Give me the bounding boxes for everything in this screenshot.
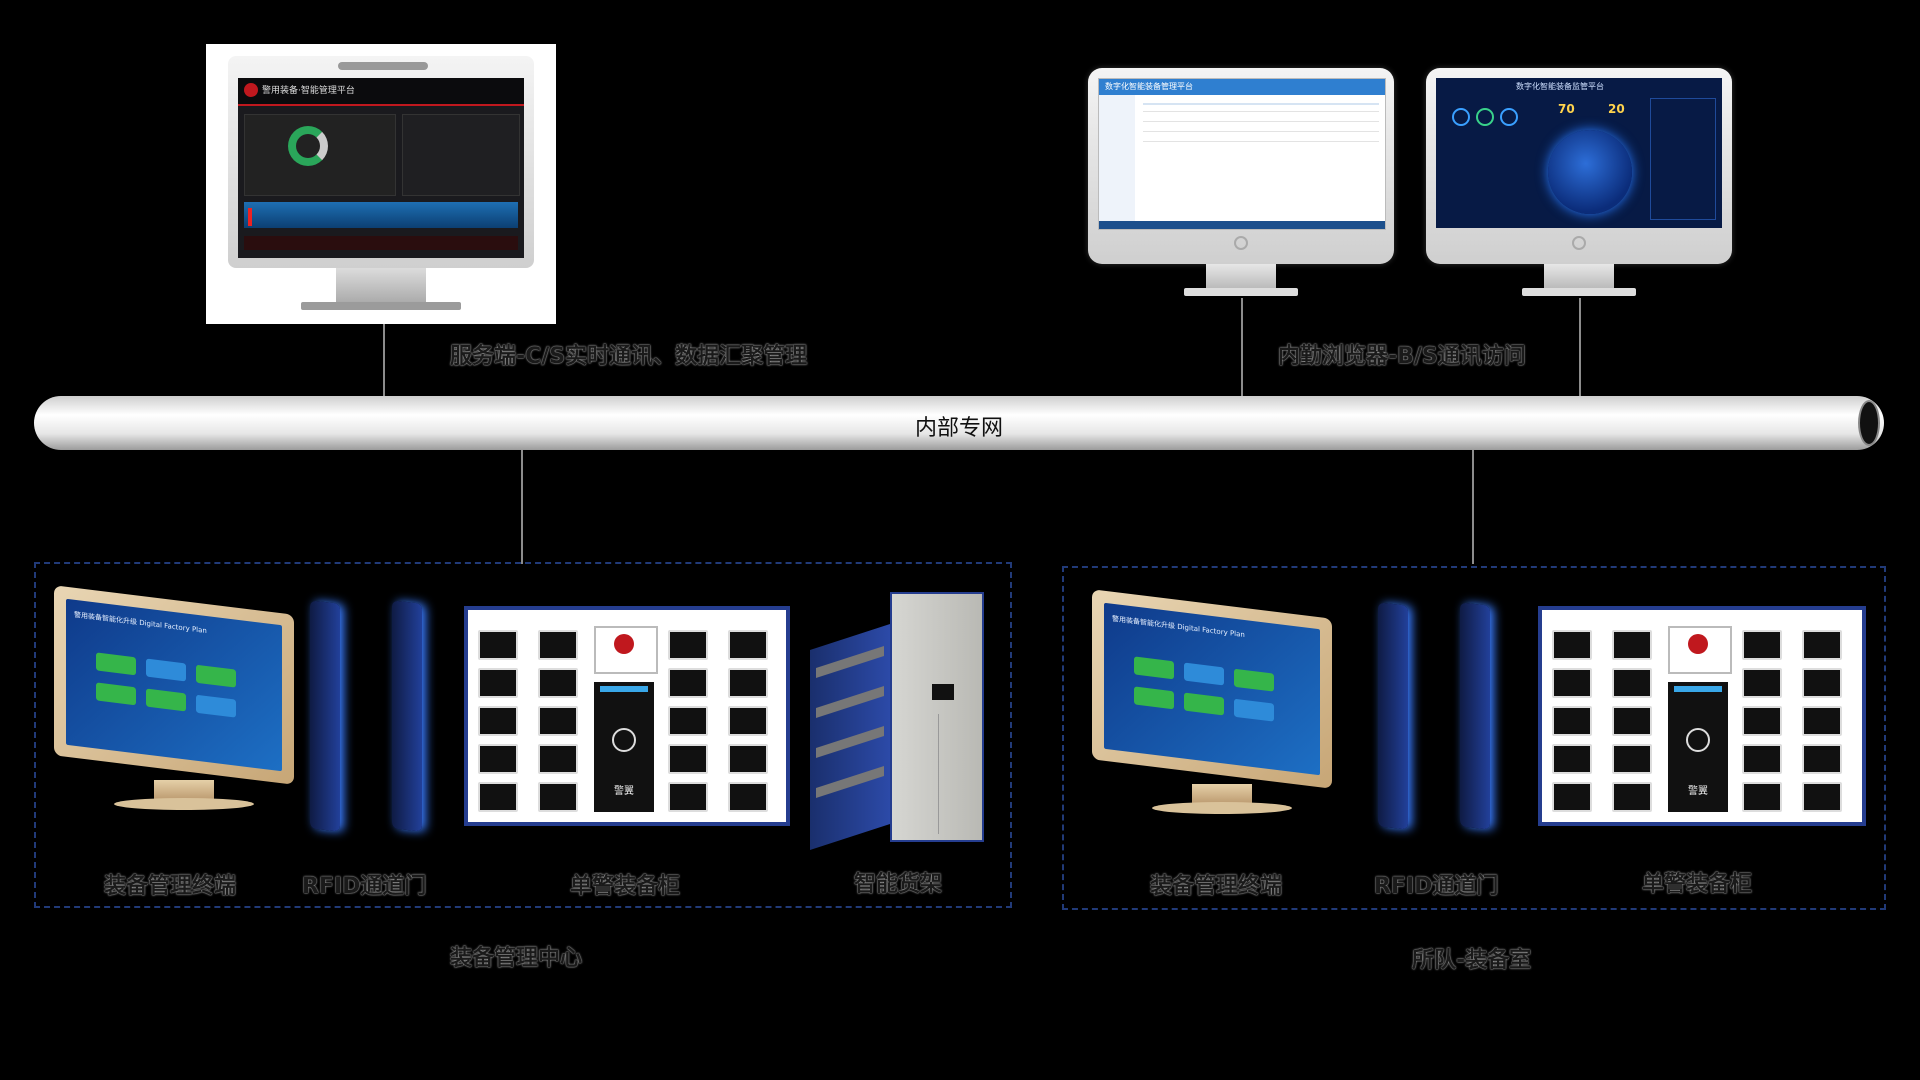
center-group-box	[34, 562, 1012, 908]
server-connector	[383, 324, 385, 398]
cabinet-badge: 警翼	[614, 786, 634, 797]
smart-shelf	[810, 584, 990, 852]
stat-value: 70	[1558, 102, 1575, 116]
gauge-icon	[1452, 108, 1470, 126]
power-icon	[1572, 236, 1586, 250]
rfid-gate-panel	[1378, 602, 1408, 830]
gauge-icon	[1476, 108, 1494, 126]
center-connector	[521, 448, 523, 564]
browser-right-screen-title: 数字化智能装备监管平台	[1516, 82, 1604, 91]
power-icon	[1234, 236, 1248, 250]
device-label: 单警装备柜	[1642, 872, 1753, 897]
server-screen: 警用装备·智能管理平台	[238, 78, 524, 258]
police-emblem-icon	[1688, 634, 1708, 654]
browser-monitor-right: 数字化智能装备监管平台 70 20	[1426, 68, 1732, 298]
device-label: 智能货架	[854, 872, 943, 897]
gauge-icon	[1500, 108, 1518, 126]
device-label: RFID通道门	[1374, 874, 1499, 899]
equipment-terminal: 警用装备智能化升级 Digital Factory Plan	[54, 585, 294, 818]
police-cabinet: 警翼	[1538, 606, 1866, 826]
server-donut-chart-icon	[288, 126, 328, 166]
browser-caption: 内勤浏览器-B/S通讯访问	[1278, 344, 1526, 369]
shelf-control-screen	[932, 684, 954, 700]
rfid-gate-panel	[392, 600, 422, 832]
network-backbone: 内部专网	[34, 396, 1884, 450]
browser-left-screen-title: 数字化智能装备管理平台	[1105, 82, 1193, 91]
browser-left-screen: 数字化智能装备管理平台	[1098, 78, 1386, 230]
server-logo-icon	[244, 83, 258, 97]
terminal-screen-title: 警用装备智能化升级 Digital Factory Plan	[1112, 614, 1245, 640]
browser-monitor-left: 数字化智能装备管理平台	[1088, 68, 1394, 298]
browser-right-connector	[1579, 298, 1581, 398]
device-label: 装备管理终端	[1150, 874, 1283, 899]
station-group-title: 所队-装备室	[1412, 948, 1532, 973]
police-emblem-icon	[614, 634, 634, 654]
pipe-end-icon	[1858, 400, 1880, 446]
server-monitor: 警用装备·智能管理平台	[206, 44, 556, 324]
server-caption: 服务端-C/S实时通讯、数据汇聚管理	[450, 344, 808, 369]
stat-value: 20	[1608, 102, 1625, 116]
center-group-title: 装备管理中心	[450, 946, 583, 971]
equipment-terminal: 警用装备智能化升级 Digital Factory Plan	[1092, 589, 1332, 822]
device-label: 单警装备柜	[570, 874, 681, 899]
station-connector	[1472, 448, 1474, 564]
cabinet-badge: 警翼	[1688, 786, 1708, 797]
police-cabinet: 警翼	[464, 606, 790, 826]
server-screen-title: 警用装备·智能管理平台	[262, 86, 355, 96]
shield-icon	[612, 728, 636, 752]
rfid-gate-panel	[310, 600, 340, 832]
terminal-screen-title: 警用装备智能化升级 Digital Factory Plan	[74, 610, 207, 636]
browser-left-connector	[1241, 298, 1243, 398]
network-label: 内部专网	[914, 416, 1003, 441]
shield-icon	[1686, 728, 1710, 752]
globe-icon	[1548, 130, 1632, 214]
station-group-box	[1062, 566, 1886, 910]
rfid-gate-panel	[1460, 602, 1490, 830]
device-label: 装备管理终端	[104, 874, 237, 899]
device-label: RFID通道门	[302, 874, 427, 899]
browser-right-screen: 数字化智能装备监管平台 70 20	[1436, 78, 1722, 228]
